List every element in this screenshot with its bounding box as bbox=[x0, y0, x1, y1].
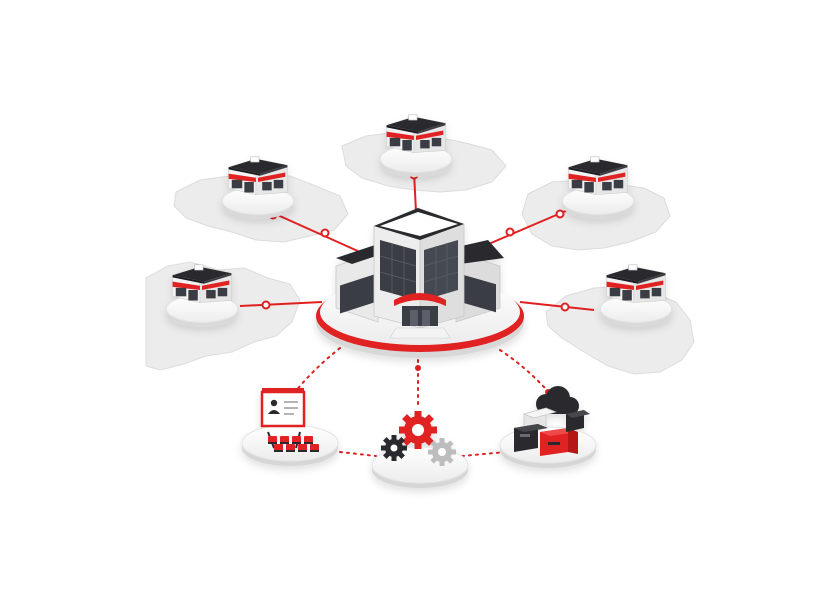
store-icon bbox=[165, 264, 239, 328]
service-operations bbox=[371, 411, 469, 488]
service-connector-nodes bbox=[289, 365, 551, 397]
store-icon bbox=[599, 264, 673, 328]
store-icon bbox=[561, 156, 635, 220]
branch-store-northwest bbox=[221, 156, 295, 220]
store-icon bbox=[221, 156, 295, 220]
headquarters-hub bbox=[316, 208, 524, 358]
service-training bbox=[241, 388, 339, 466]
branch-store-east bbox=[599, 264, 673, 328]
headquarters-building-icon bbox=[335, 208, 504, 339]
cloud-storage-boxes-icon bbox=[514, 386, 590, 456]
branch-store-northeast bbox=[561, 156, 635, 220]
service-storage bbox=[499, 386, 597, 468]
branch-store-west bbox=[165, 264, 239, 328]
branch-store-north bbox=[379, 114, 453, 178]
store-icon bbox=[379, 114, 453, 178]
training-presentation-icon bbox=[260, 388, 319, 452]
